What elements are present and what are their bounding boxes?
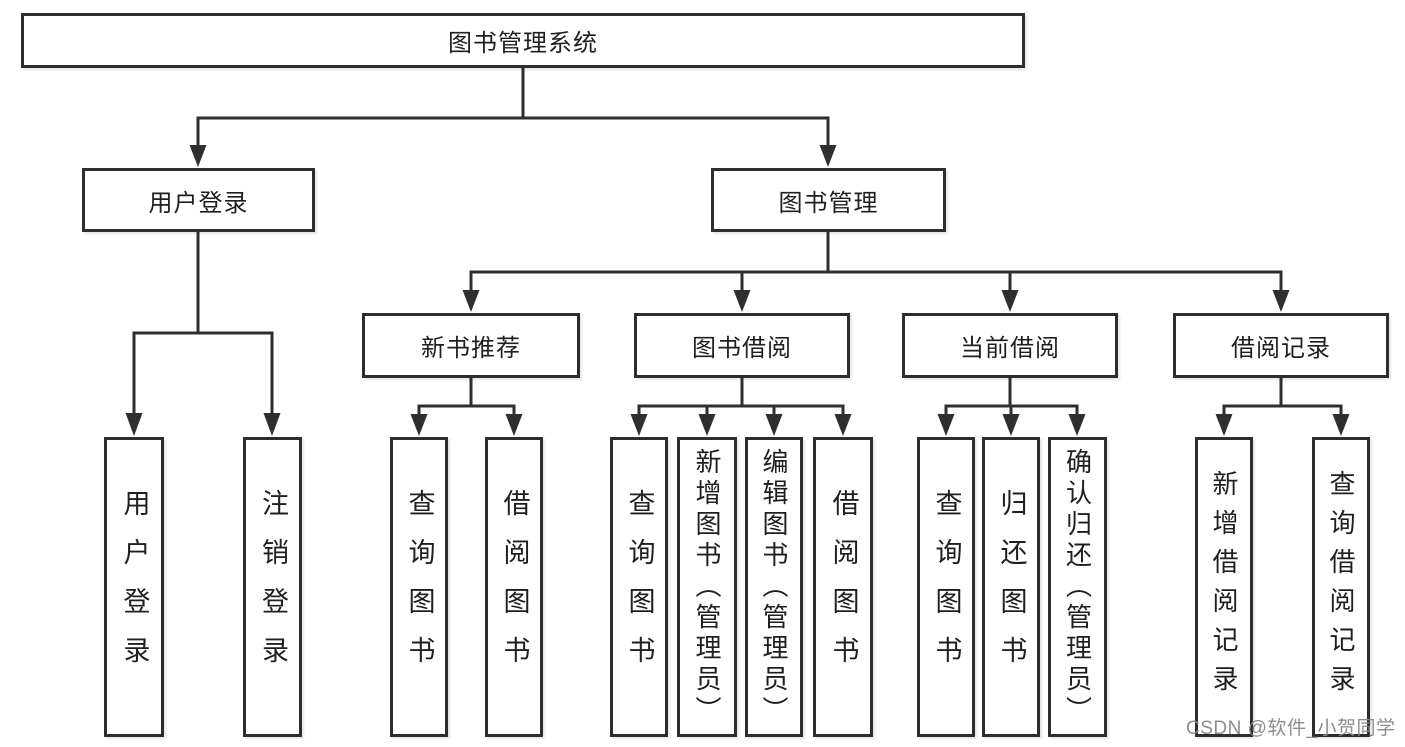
leaf-label: 注销登录 bbox=[258, 489, 288, 685]
leaf-confirm-return-admin: 确认归还（管理员） bbox=[1048, 437, 1107, 737]
leaf-label: 查询图书 bbox=[624, 489, 655, 685]
node-borrowing-records: 借阅记录 bbox=[1173, 313, 1389, 378]
leaf-query-books-borrowing: 查询图书 bbox=[610, 437, 668, 737]
leaf-logout: 注销登录 bbox=[243, 437, 302, 737]
leaf-borrow-books-borrowing: 借阅图书 bbox=[813, 437, 873, 737]
leaf-add-book-admin: 新增图书（管理员） bbox=[677, 437, 737, 737]
node-library-management-system: 图书管理系统 bbox=[21, 13, 1025, 68]
leaf-edit-book-admin: 编辑图书（管理员） bbox=[745, 437, 803, 737]
leaf-borrow-books-recommend: 借阅图书 bbox=[485, 437, 543, 737]
node-label: 图书借阅 bbox=[692, 335, 792, 362]
node-book-management: 图书管理 bbox=[711, 168, 946, 232]
node-label: 图书管理系统 bbox=[448, 30, 598, 57]
leaf-user-login: 用户登录 bbox=[104, 437, 164, 737]
leaf-label: 确认归还（管理员） bbox=[1062, 447, 1093, 727]
node-new-book-recommendation: 新书推荐 bbox=[362, 313, 580, 378]
node-label: 当前借阅 bbox=[960, 335, 1060, 362]
leaf-label: 查询图书 bbox=[931, 489, 962, 685]
leaf-label: 查询借阅记录 bbox=[1326, 470, 1356, 704]
leaf-return-books: 归还图书 bbox=[982, 437, 1040, 737]
leaf-label: 新增借阅记录 bbox=[1209, 470, 1239, 704]
leaf-label: 编辑图书（管理员） bbox=[759, 447, 789, 727]
node-label: 图书管理 bbox=[778, 189, 879, 217]
node-book-borrowing: 图书借阅 bbox=[634, 313, 850, 378]
leaf-query-books-current: 查询图书 bbox=[917, 437, 975, 737]
csdn-watermark: CSDN @软件_小贺同学 bbox=[1186, 718, 1396, 739]
node-label: 新书推荐 bbox=[421, 335, 521, 362]
leaf-label: 归还图书 bbox=[996, 489, 1027, 685]
leaf-query-borrow-record: 查询借阅记录 bbox=[1312, 437, 1370, 737]
node-label: 借阅记录 bbox=[1231, 335, 1331, 362]
leaf-query-books-recommend: 查询图书 bbox=[390, 437, 448, 737]
leaf-label: 新增图书（管理员） bbox=[692, 447, 722, 727]
leaf-add-borrow-record: 新增借阅记录 bbox=[1195, 437, 1253, 737]
node-user-login: 用户登录 bbox=[82, 168, 315, 232]
node-label: 用户登录 bbox=[148, 189, 249, 217]
leaf-label: 查询图书 bbox=[404, 489, 435, 685]
leaf-label: 借阅图书 bbox=[828, 489, 859, 685]
leaf-label: 用户登录 bbox=[119, 489, 150, 685]
node-current-borrowing: 当前借阅 bbox=[902, 313, 1118, 378]
leaf-label: 借阅图书 bbox=[499, 489, 530, 685]
